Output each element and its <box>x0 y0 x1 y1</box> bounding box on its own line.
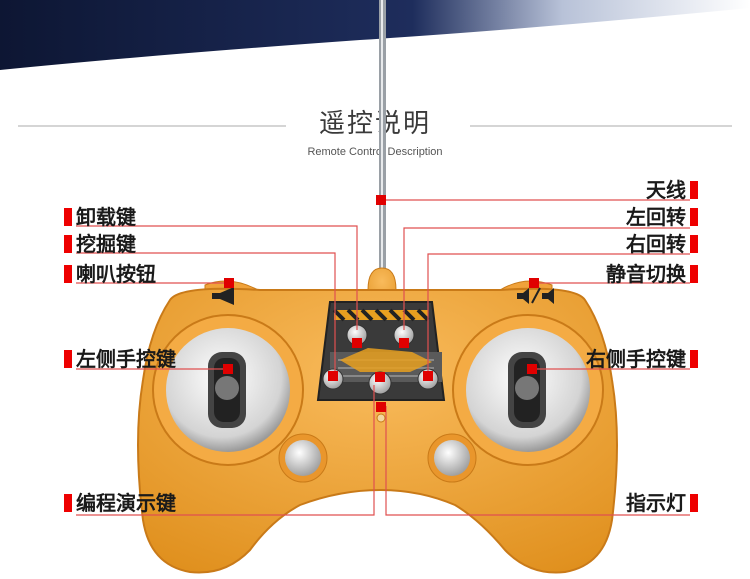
label-horn-button: 喇叭按钮 <box>76 262 156 286</box>
heading: 遥控说明 Remote Control Description <box>0 103 750 158</box>
page-title: 遥控说明 <box>318 109 431 139</box>
marker-right-stick <box>690 350 698 368</box>
marker-unload <box>64 208 72 226</box>
marker-turn-right <box>690 235 698 253</box>
label-antenna: 天线 <box>646 178 686 202</box>
mute-icon <box>517 287 554 304</box>
heading-line-right <box>470 125 732 127</box>
heading-line-left <box>18 125 286 127</box>
left-lower-knob <box>285 440 321 476</box>
marker-horn <box>64 265 72 283</box>
label-right-stick: 右侧手控键 <box>586 347 686 371</box>
left-joystick[interactable] <box>208 352 246 428</box>
marker-demo <box>64 494 72 512</box>
label-indicator-light: 指示灯 <box>626 491 686 515</box>
header-banner <box>0 0 750 70</box>
label-turn-left: 左回转 <box>626 205 686 229</box>
page-subtitle: Remote Control Description <box>307 146 443 158</box>
right-lower-knob <box>434 440 470 476</box>
label-mute-toggle: 静音切换 <box>606 262 686 286</box>
horn-icon <box>212 287 234 305</box>
marker-left-stick <box>64 350 72 368</box>
label-demo-key: 编程演示键 <box>76 491 176 515</box>
label-left-stick: 左侧手控键 <box>76 347 176 371</box>
marker-dig <box>64 235 72 253</box>
antenna <box>379 0 386 290</box>
marker-indicator <box>690 494 698 512</box>
marker-turn-left <box>690 208 698 226</box>
right-joystick[interactable] <box>508 352 546 428</box>
indicator-light <box>376 413 386 423</box>
label-unload-key: 卸载键 <box>76 205 136 229</box>
label-dig-key: 挖掘键 <box>76 232 136 256</box>
label-turn-right: 右回转 <box>626 232 686 256</box>
marker-antenna <box>690 181 698 199</box>
target-markers <box>223 195 539 412</box>
leader-lines <box>76 199 690 516</box>
marker-mute <box>690 265 698 283</box>
